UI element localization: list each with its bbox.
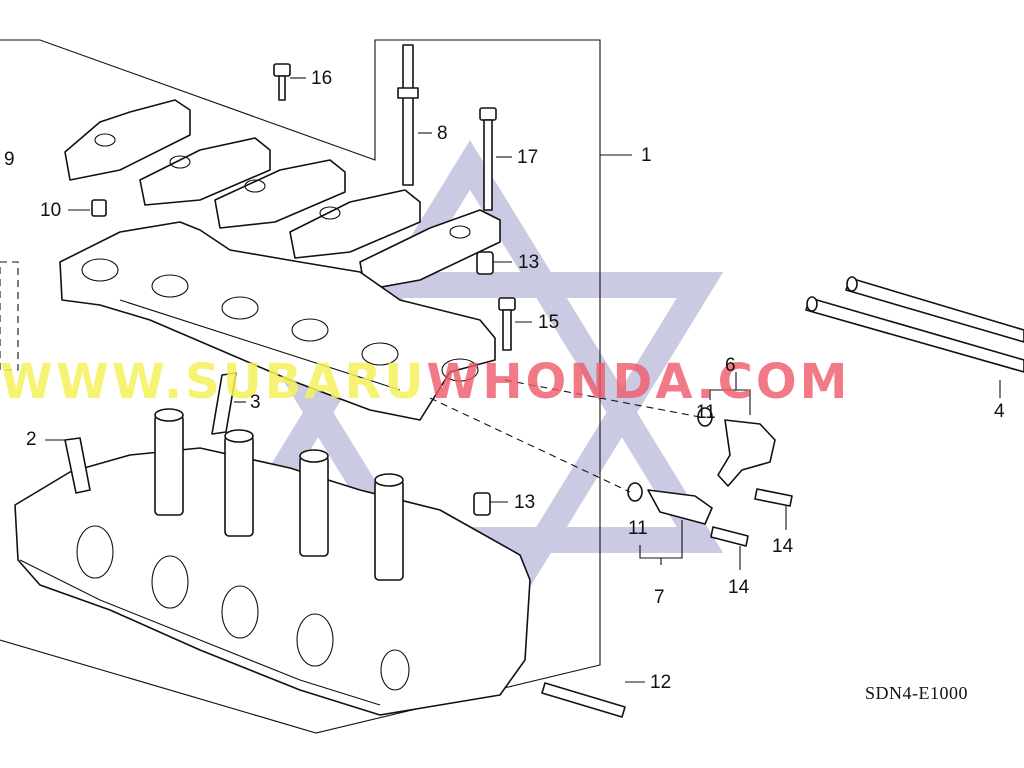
oil-control-parts [429, 379, 776, 525]
callout-11-lower: 11 [628, 518, 648, 539]
assembly-frame [0, 39, 632, 734]
cylinder-head [14, 408, 531, 716]
callout-15: 15 [538, 312, 560, 333]
callout-14-right: 14 [772, 536, 794, 557]
diagram-code: SDN4-E1000 [865, 683, 968, 703]
callout-7: 7 [654, 587, 665, 608]
callout-1: 1 [641, 145, 652, 166]
callout-14-left: 14 [728, 577, 750, 598]
callout-11-upper: 11 [696, 402, 716, 423]
watermark-part-a: WWW.SUBARU [0, 354, 427, 410]
bolts [91, 44, 793, 718]
part-9-box [0, 261, 19, 371]
leader-lines [45, 77, 1001, 683]
callout-3: 3 [250, 392, 261, 413]
callout-8: 8 [437, 123, 448, 144]
camshaft-holder [59, 221, 496, 421]
callout-12: 12 [650, 672, 672, 693]
callout-9: 9 [4, 149, 15, 170]
callout-2: 2 [26, 429, 37, 450]
watermark-part-b: WHONDA.COM [426, 354, 851, 410]
callout-6: 6 [725, 355, 736, 376]
callout-13-upper: 13 [518, 252, 540, 273]
callout-10: 10 [40, 200, 62, 221]
callout-17: 17 [517, 147, 539, 168]
rocker-shafts [805, 276, 1024, 373]
callout-4: 4 [994, 401, 1005, 422]
watermark-text: WWW.SUBARUWHONDA.COM [0, 352, 1024, 412]
dowel-pins [64, 372, 237, 494]
callout-13-lower: 13 [514, 492, 536, 513]
callout-16: 16 [311, 68, 333, 89]
